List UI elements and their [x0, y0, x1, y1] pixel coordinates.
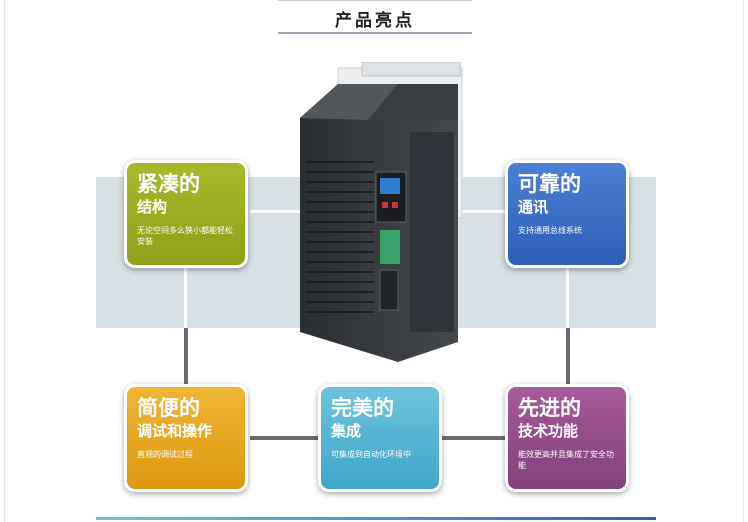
feature-subtitle: 结构: [137, 198, 168, 216]
feature-subtitle: 通讯: [518, 198, 549, 216]
feature-subtitle: 技术功能: [518, 422, 579, 440]
header-bottom-rule: [278, 32, 472, 34]
feature-description: 直观的调试过程: [137, 450, 193, 459]
link-perfect-advanced: [442, 436, 505, 440]
feature-subtitle: 集成: [331, 422, 362, 440]
feature-title: 可靠的: [518, 172, 581, 196]
link-left-vertical: [184, 328, 188, 384]
frequency-inverter-image: [300, 62, 463, 362]
feature-description: 能效更高并且集成了安全功能: [518, 450, 614, 470]
connector-compact: [250, 210, 302, 213]
link-simple-perfect: [250, 436, 318, 440]
feature-description: 支持通用总线系统: [518, 226, 582, 235]
feature-title: 完美的: [331, 396, 394, 420]
page-title: 产品亮点: [335, 11, 415, 31]
feature-card-simple: 简便的 调试和操作 直观的调试过程: [124, 384, 248, 492]
feature-card-advanced: 先进的 技术功能 能效更高并且集成了安全功能: [505, 384, 629, 492]
left-frame-line: [4, 0, 5, 522]
feature-title: 紧凑的: [137, 172, 200, 196]
connector-reliable-down: [566, 268, 569, 328]
right-frame-line: [743, 0, 744, 522]
feature-title: 先进的: [518, 396, 581, 420]
feature-card-perfect: 完美的 集成 可集成到自动化环境中: [318, 384, 442, 492]
bottom-accent-bar: [96, 517, 656, 520]
section-header: 产品亮点: [278, 0, 472, 34]
feature-card-reliable: 可靠的 通讯 支持通用总线系统: [505, 160, 629, 268]
connector-reliable: [462, 210, 506, 213]
link-right-vertical: [566, 328, 570, 384]
feature-description: 可集成到自动化环境中: [331, 450, 411, 459]
feature-subtitle: 调试和操作: [137, 422, 213, 440]
feature-description: 无论空间多么狭小都能轻松安装: [137, 226, 233, 246]
connector-compact-down: [184, 268, 187, 328]
header-top-rule: [278, 0, 472, 1]
feature-card-compact: 紧凑的 结构 无论空间多么狭小都能轻松安装: [124, 160, 248, 268]
feature-title: 简便的: [137, 396, 200, 420]
